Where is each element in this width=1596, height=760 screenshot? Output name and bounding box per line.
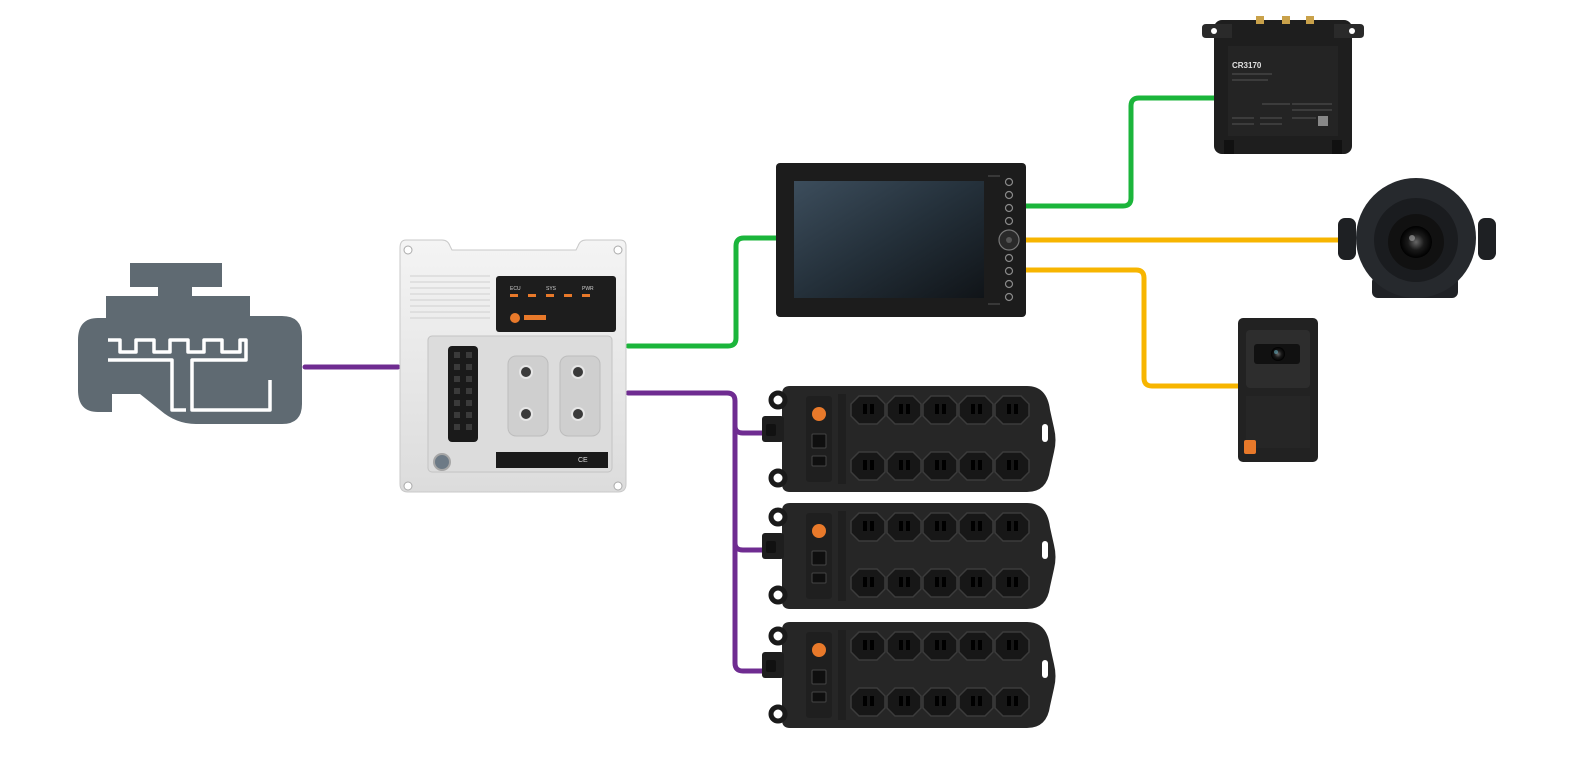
svg-text:ECU: ECU	[510, 286, 521, 292]
engine-icon	[78, 263, 302, 424]
io-module	[762, 622, 1056, 728]
link-io-module-1	[732, 423, 769, 436]
connections	[302, 95, 1347, 674]
link-display-gateway	[1022, 95, 1219, 209]
telematics-gateway: CR3170	[1202, 16, 1364, 154]
svg-text:SYS: SYS	[546, 286, 557, 292]
hmi-display	[776, 163, 1026, 317]
link-controller-io-bus	[625, 390, 769, 674]
gateway-model-label: CR3170	[1232, 61, 1262, 70]
camera	[1338, 178, 1496, 298]
svg-text:PWR: PWR	[582, 286, 594, 292]
io-module	[762, 503, 1056, 609]
link-controller-display	[625, 235, 783, 349]
link-io-module-2	[732, 540, 769, 553]
svg-text:CE: CE	[578, 457, 588, 464]
link-display-sensor	[1022, 267, 1243, 389]
vision-sensor	[1238, 318, 1318, 462]
mobile-controller: ECU SYS PWR CE	[399, 239, 627, 493]
io-module	[762, 386, 1056, 492]
